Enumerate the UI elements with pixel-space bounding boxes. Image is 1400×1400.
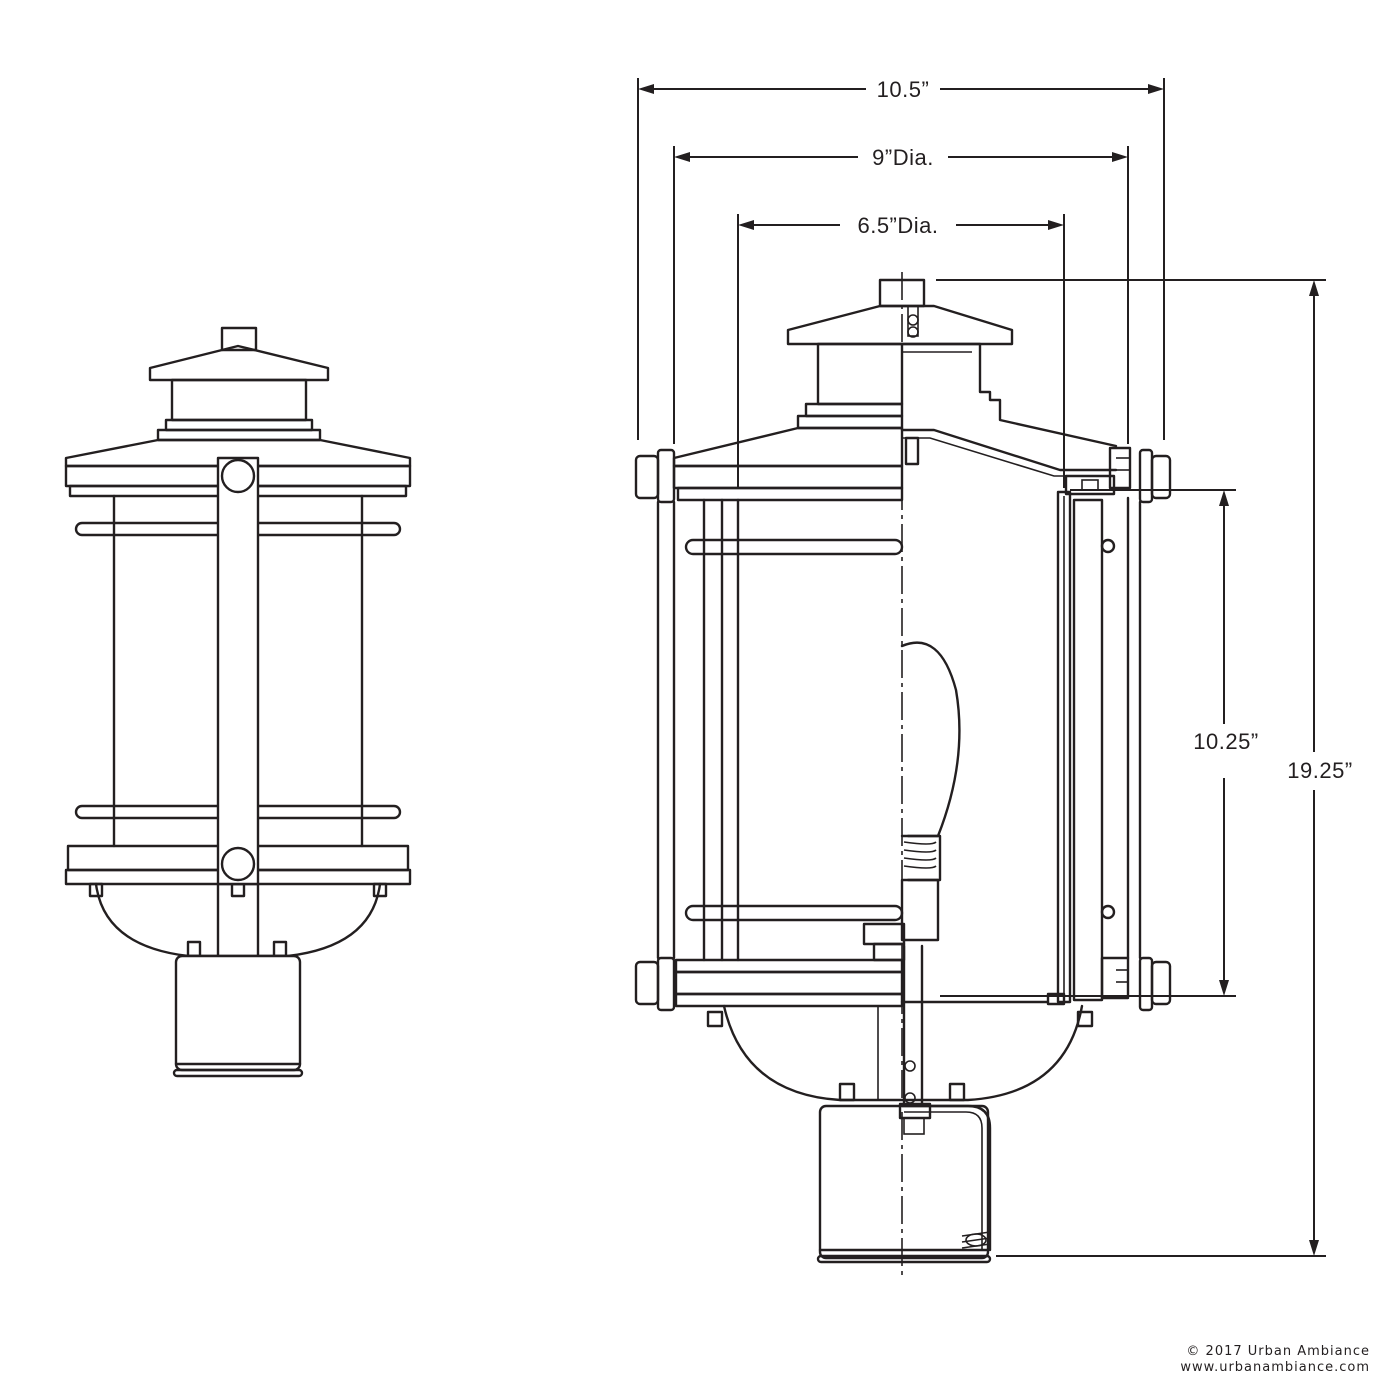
dim-inner-diameter: 6.5”Dia.: [857, 213, 938, 238]
dim-overall-width: 10.5”: [877, 77, 930, 102]
copyright-notice: © 2017 Urban Ambiance: [1186, 1344, 1370, 1359]
dim-overall-height: 19.25”: [1287, 758, 1352, 783]
dimension-lines: [637, 78, 1326, 1257]
website-url: www.urbanambiance.com: [1180, 1360, 1370, 1375]
dim-glass-height: 10.25”: [1193, 729, 1258, 754]
dim-outer-diameter: 9”Dia.: [872, 145, 934, 170]
front-elevation-view: [64, 326, 412, 1078]
section-view: [634, 272, 1172, 1278]
